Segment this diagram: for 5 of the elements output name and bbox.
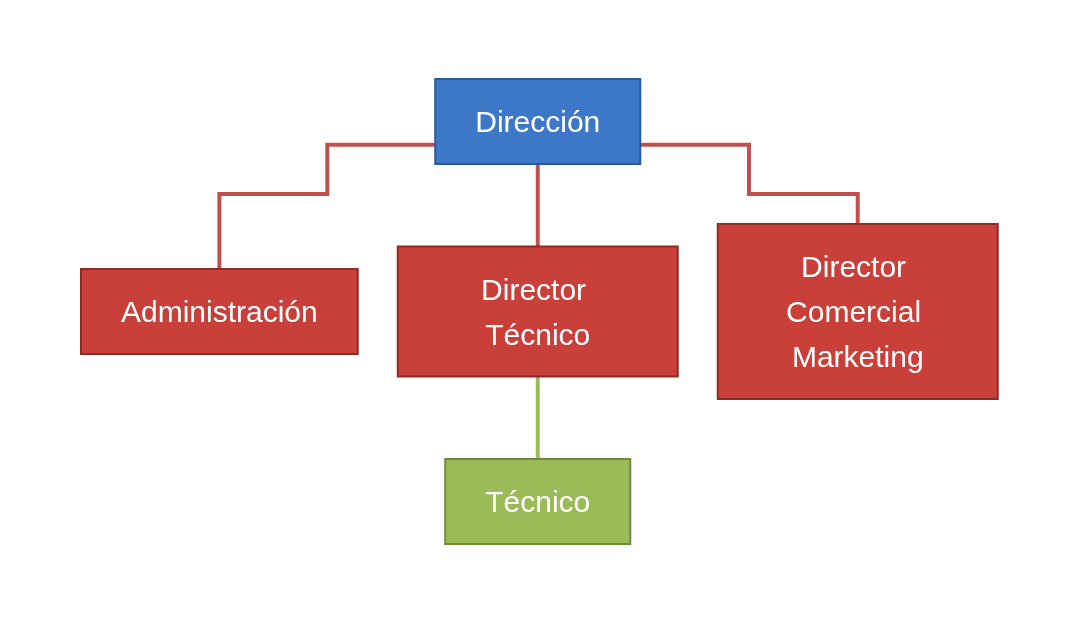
node-box: Dirección	[433, 77, 641, 165]
node-box: Director Comercial Marketing	[716, 222, 999, 400]
node-box: Director Técnico	[396, 245, 679, 377]
node-box: Técnico	[443, 457, 631, 545]
node-box: Administración	[79, 267, 359, 355]
